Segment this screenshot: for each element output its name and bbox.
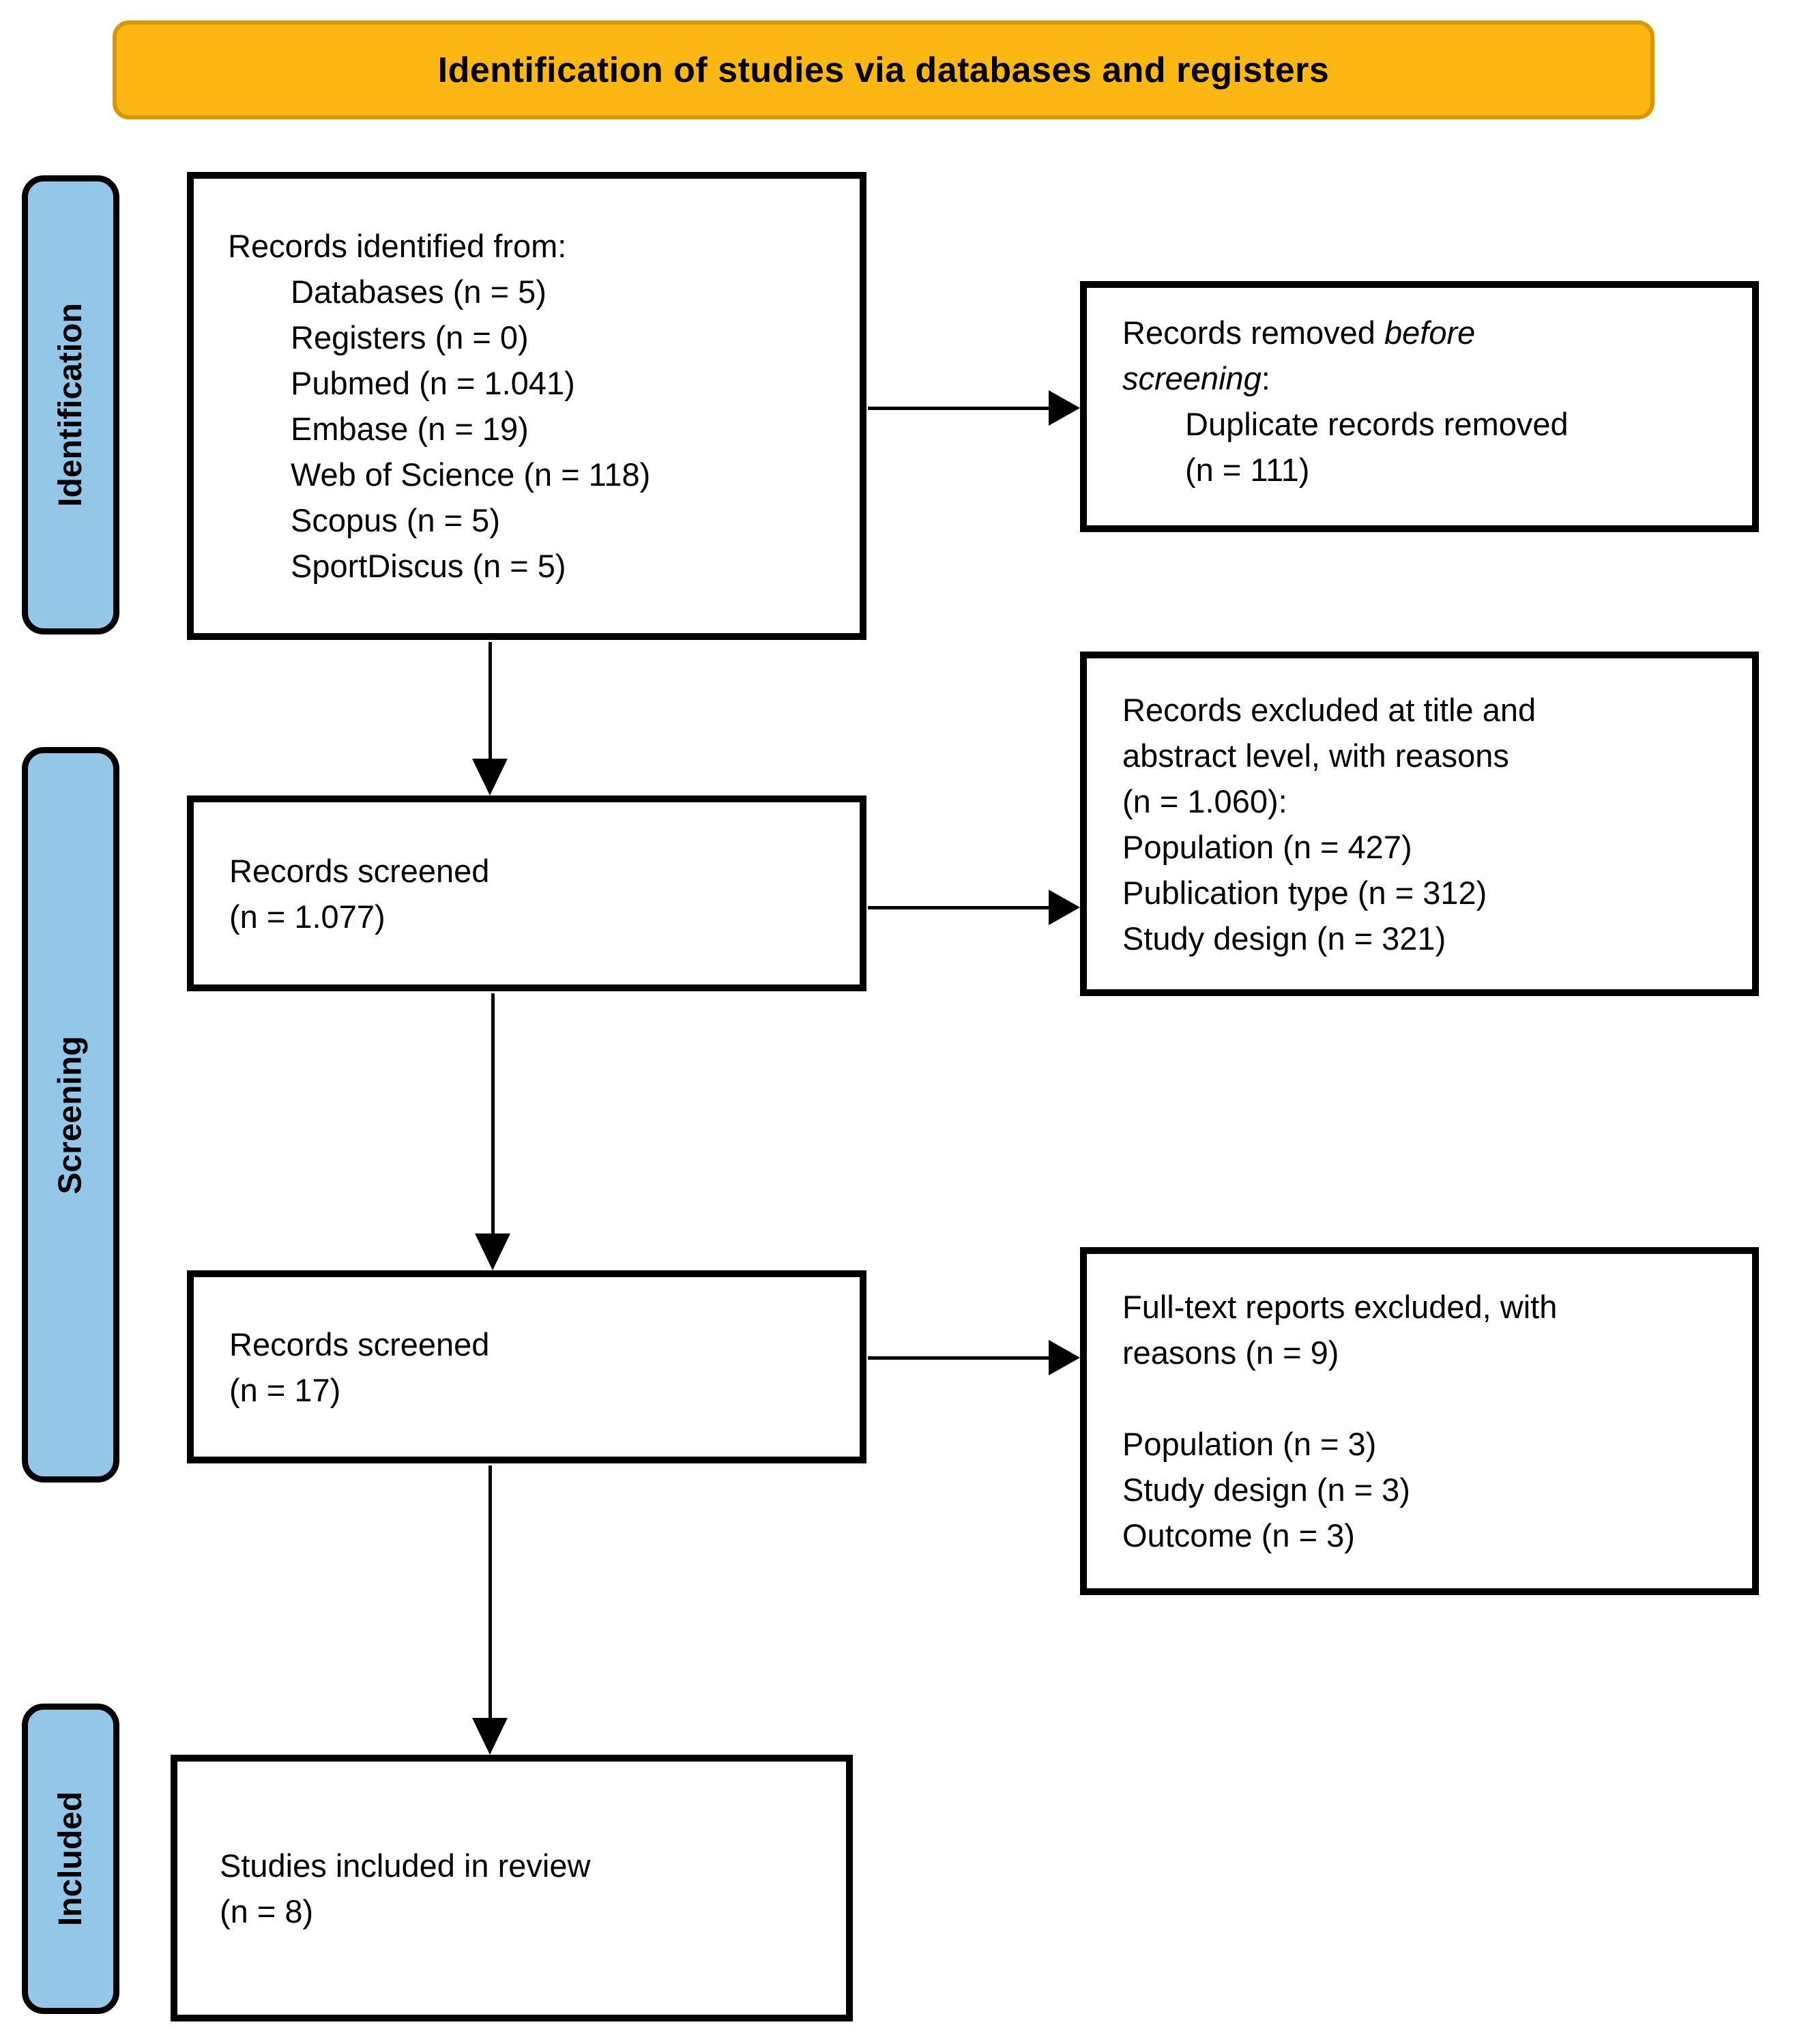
- arrow-down-3-head: [472, 1718, 508, 1755]
- studies-included-label: Studies included in review: [220, 1847, 591, 1884]
- stage-screening: Screening: [22, 747, 119, 1483]
- stage-screening-label: Screening: [53, 1035, 89, 1195]
- excluded-population: Population (n = 427): [1122, 828, 1412, 865]
- excluded-study-design: Study design (n = 321): [1122, 920, 1446, 957]
- fulltext-outcome: Outcome (n = 3): [1122, 1517, 1355, 1553]
- box-fulltext-excluded: Full-text reports excluded, with reasons…: [1080, 1247, 1759, 1595]
- arrow-right-3-head: [1049, 1340, 1080, 1375]
- box-records-removed-before-screening: Records removed before screening: Duplic…: [1080, 281, 1759, 532]
- stage-identification: Identification: [22, 175, 119, 634]
- records-screened-2-count: (n = 17): [229, 1371, 341, 1408]
- arrow-down-2-stem: [491, 993, 495, 1235]
- title-banner: Identification of studies via databases …: [113, 20, 1654, 119]
- box-records-identified: Records identified from: Databases (n = …: [187, 172, 866, 640]
- arrow-down-1-stem: [489, 642, 492, 760]
- removed-line-2: screening:: [1122, 360, 1270, 396]
- stage-included-label: Included: [53, 1791, 89, 1927]
- excluded-line-2: abstract level, with reasons: [1122, 737, 1509, 774]
- source-sportdiscus: SportDiscus (n = 5): [291, 548, 566, 584]
- box-studies-included: Studies included in review (n = 8): [171, 1755, 853, 2021]
- arrow-down-3-stem: [489, 1465, 492, 1719]
- fulltext-study-design: Study design (n = 3): [1122, 1472, 1410, 1508]
- duplicates-removed-count: (n = 111): [1185, 452, 1310, 488]
- excluded-count: (n = 1.060):: [1122, 783, 1287, 819]
- studies-included-count: (n = 8): [220, 1893, 314, 1929]
- records-screened-1-label: Records screened: [229, 852, 490, 889]
- source-pubmed: Pubmed (n = 1.041): [291, 365, 575, 401]
- box-records-screened-2: Records screened (n = 17): [187, 1270, 866, 1463]
- source-web-of-science: Web of Science (n = 118): [291, 456, 651, 493]
- fulltext-spacer: [1122, 1375, 1752, 1421]
- excluded-line-1: Records excluded at title and: [1122, 691, 1536, 728]
- excluded-publication-type: Publication type (n = 312): [1122, 874, 1487, 911]
- duplicates-removed: Duplicate records removed: [1185, 406, 1569, 442]
- arrow-down-2-head: [475, 1233, 510, 1270]
- records-screened-2-label: Records screened: [229, 1326, 490, 1362]
- box-records-excluded-title-abstract: Records excluded at title and abstract l…: [1080, 652, 1759, 996]
- fulltext-population: Population (n = 3): [1122, 1426, 1377, 1462]
- arrow-right-1-head: [1049, 390, 1080, 426]
- source-scopus: Scopus (n = 5): [291, 502, 500, 538]
- fulltext-line-1: Full-text reports excluded, with: [1122, 1289, 1558, 1325]
- source-embase: Embase (n = 19): [291, 411, 529, 447]
- stage-included: Included: [22, 1704, 119, 2014]
- source-registers: Registers (n = 0): [291, 319, 529, 355]
- box-records-screened-1: Records screened (n = 1.077): [187, 795, 866, 991]
- arrow-right-3-stem: [868, 1356, 1050, 1360]
- arrow-right-1-stem: [868, 407, 1050, 410]
- stage-identification-label: Identification: [53, 303, 89, 507]
- fulltext-line-2: reasons (n = 9): [1122, 1334, 1339, 1371]
- arrow-right-2-head: [1049, 890, 1080, 925]
- records-screened-1-count: (n = 1.077): [229, 898, 385, 935]
- removed-line-1: Records removed before: [1122, 315, 1476, 351]
- banner-title: Identification of studies via databases …: [437, 50, 1330, 90]
- arrow-down-1-head: [472, 759, 508, 795]
- records-identified-title: Records identified from:: [228, 228, 567, 264]
- source-databases: Databases (n = 5): [291, 274, 546, 310]
- arrow-right-2-stem: [868, 906, 1050, 909]
